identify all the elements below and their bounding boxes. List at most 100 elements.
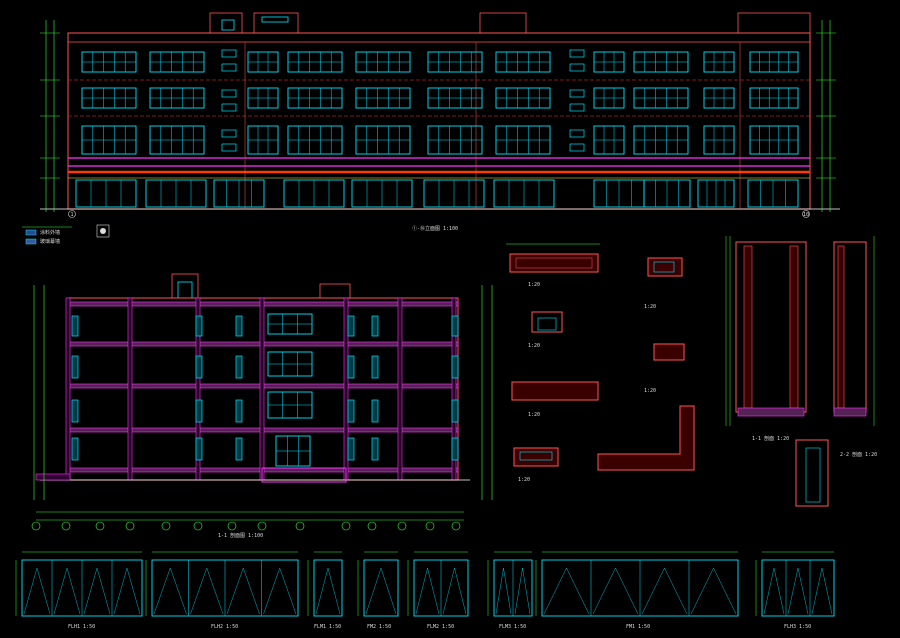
- opening-mark: [811, 567, 833, 615]
- small-window: [569, 49, 585, 58]
- axis-label: 1: [71, 212, 74, 218]
- axis-bubble: [257, 521, 267, 531]
- wall-details: 1:20 1:20 1:20 1:20 1:20 1:20 1-1 剖面 1:2…: [506, 236, 877, 507]
- opening-mark: [690, 567, 737, 615]
- window-label: FLH1 1:50: [68, 624, 95, 630]
- opening-mark: [592, 567, 639, 615]
- opening-mark: [365, 567, 397, 615]
- opening-mark: [190, 567, 224, 615]
- small-window: [221, 129, 237, 138]
- opening-mark: [226, 567, 260, 615]
- window: [363, 559, 399, 617]
- section-title: 1-1 剖面图 1:100: [218, 532, 263, 539]
- opening-mark: [153, 567, 187, 615]
- opening-mark: [495, 567, 512, 615]
- section-window: [71, 315, 79, 337]
- section-window: [195, 399, 203, 423]
- detail-label: 1:20: [528, 343, 540, 349]
- opening-mark: [641, 567, 688, 615]
- axis-label: 10: [803, 212, 809, 218]
- axis-bubble: [397, 521, 407, 531]
- section-window: [371, 355, 379, 379]
- window: [761, 559, 835, 617]
- section-window: [451, 399, 459, 423]
- axis-bubble: [61, 521, 71, 531]
- section-window: [451, 315, 459, 337]
- opening-mark: [415, 567, 440, 615]
- opening-mark: [23, 567, 51, 615]
- section-window: [71, 399, 79, 423]
- section-window: [195, 437, 203, 461]
- opening-mark: [83, 567, 111, 615]
- window-label: FM1 1:50: [626, 624, 650, 630]
- window-label: FM2 1:50: [367, 624, 391, 630]
- section-window: [371, 437, 379, 461]
- detail-label: 1:20: [528, 412, 540, 418]
- axis-bubble: [227, 521, 237, 531]
- section-window: [347, 315, 355, 337]
- legend: 涂料外墙 玻璃幕墙 ①-⑩立面图 1:100: [22, 224, 458, 245]
- front-elevation: 1 10: [40, 12, 840, 218]
- axis-bubble: [451, 521, 461, 531]
- window-label: FLM3 1:50: [499, 624, 526, 630]
- small-window: [569, 129, 585, 138]
- small-window: [221, 103, 237, 112]
- detail-label: 1:20: [644, 304, 656, 310]
- column: [127, 297, 133, 481]
- legend-label: 玻璃幕墙: [40, 238, 60, 245]
- window-label: FLH3 1:50: [784, 624, 811, 630]
- section-window: [451, 355, 459, 379]
- opening-mark: [53, 567, 81, 615]
- section-window: [347, 399, 355, 423]
- section-window: [195, 315, 203, 337]
- section-window: [347, 355, 355, 379]
- small-window: [569, 103, 585, 112]
- small-window: [221, 89, 237, 98]
- section-window: [371, 399, 379, 423]
- detail-label: 1-1 剖面 1:20: [752, 435, 789, 442]
- opening-mark: [113, 567, 141, 615]
- opening-mark: [263, 567, 297, 615]
- small-window: [221, 63, 237, 72]
- window-label: FLH2 1:50: [211, 624, 238, 630]
- small-window: [221, 49, 237, 58]
- opening-mark: [315, 567, 341, 615]
- small-window: [221, 143, 237, 152]
- elevation-title: ①-⑩立面图 1:100: [412, 225, 458, 232]
- section-window: [195, 355, 203, 379]
- detail-label: 1:20: [518, 477, 530, 483]
- section-1-1: 1-1 剖面图 1:100: [31, 273, 493, 539]
- opening-mark: [442, 567, 467, 615]
- column: [259, 297, 265, 481]
- small-window: [569, 63, 585, 72]
- axis-bubble: [295, 521, 305, 531]
- section-window: [71, 437, 79, 461]
- section-window: [451, 437, 459, 461]
- axis-bubble: [161, 521, 171, 531]
- opening-mark: [543, 567, 590, 615]
- axis-bubble: [425, 521, 435, 531]
- column: [343, 297, 349, 481]
- axis-bubble: [193, 521, 203, 531]
- detail-label: 2-2 剖面 1:20: [840, 451, 877, 458]
- axis-bubble: [31, 521, 41, 531]
- section-window: [235, 399, 243, 423]
- detail-label: 1:20: [528, 282, 540, 288]
- column: [65, 297, 71, 481]
- axis-bubble: [341, 521, 351, 531]
- axis-bubble: [95, 521, 105, 531]
- window-label: FLM2 1:50: [427, 624, 454, 630]
- axis-bubble: [125, 521, 135, 531]
- small-window: [569, 89, 585, 98]
- detail-label: 1:20: [644, 388, 656, 394]
- section-window: [235, 315, 243, 337]
- section-window: [71, 355, 79, 379]
- opening-mark: [514, 567, 531, 615]
- section-window: [235, 437, 243, 461]
- legend-label: 涂料外墙: [40, 229, 60, 236]
- small-window: [569, 143, 585, 152]
- window: [313, 559, 343, 617]
- column: [397, 297, 403, 481]
